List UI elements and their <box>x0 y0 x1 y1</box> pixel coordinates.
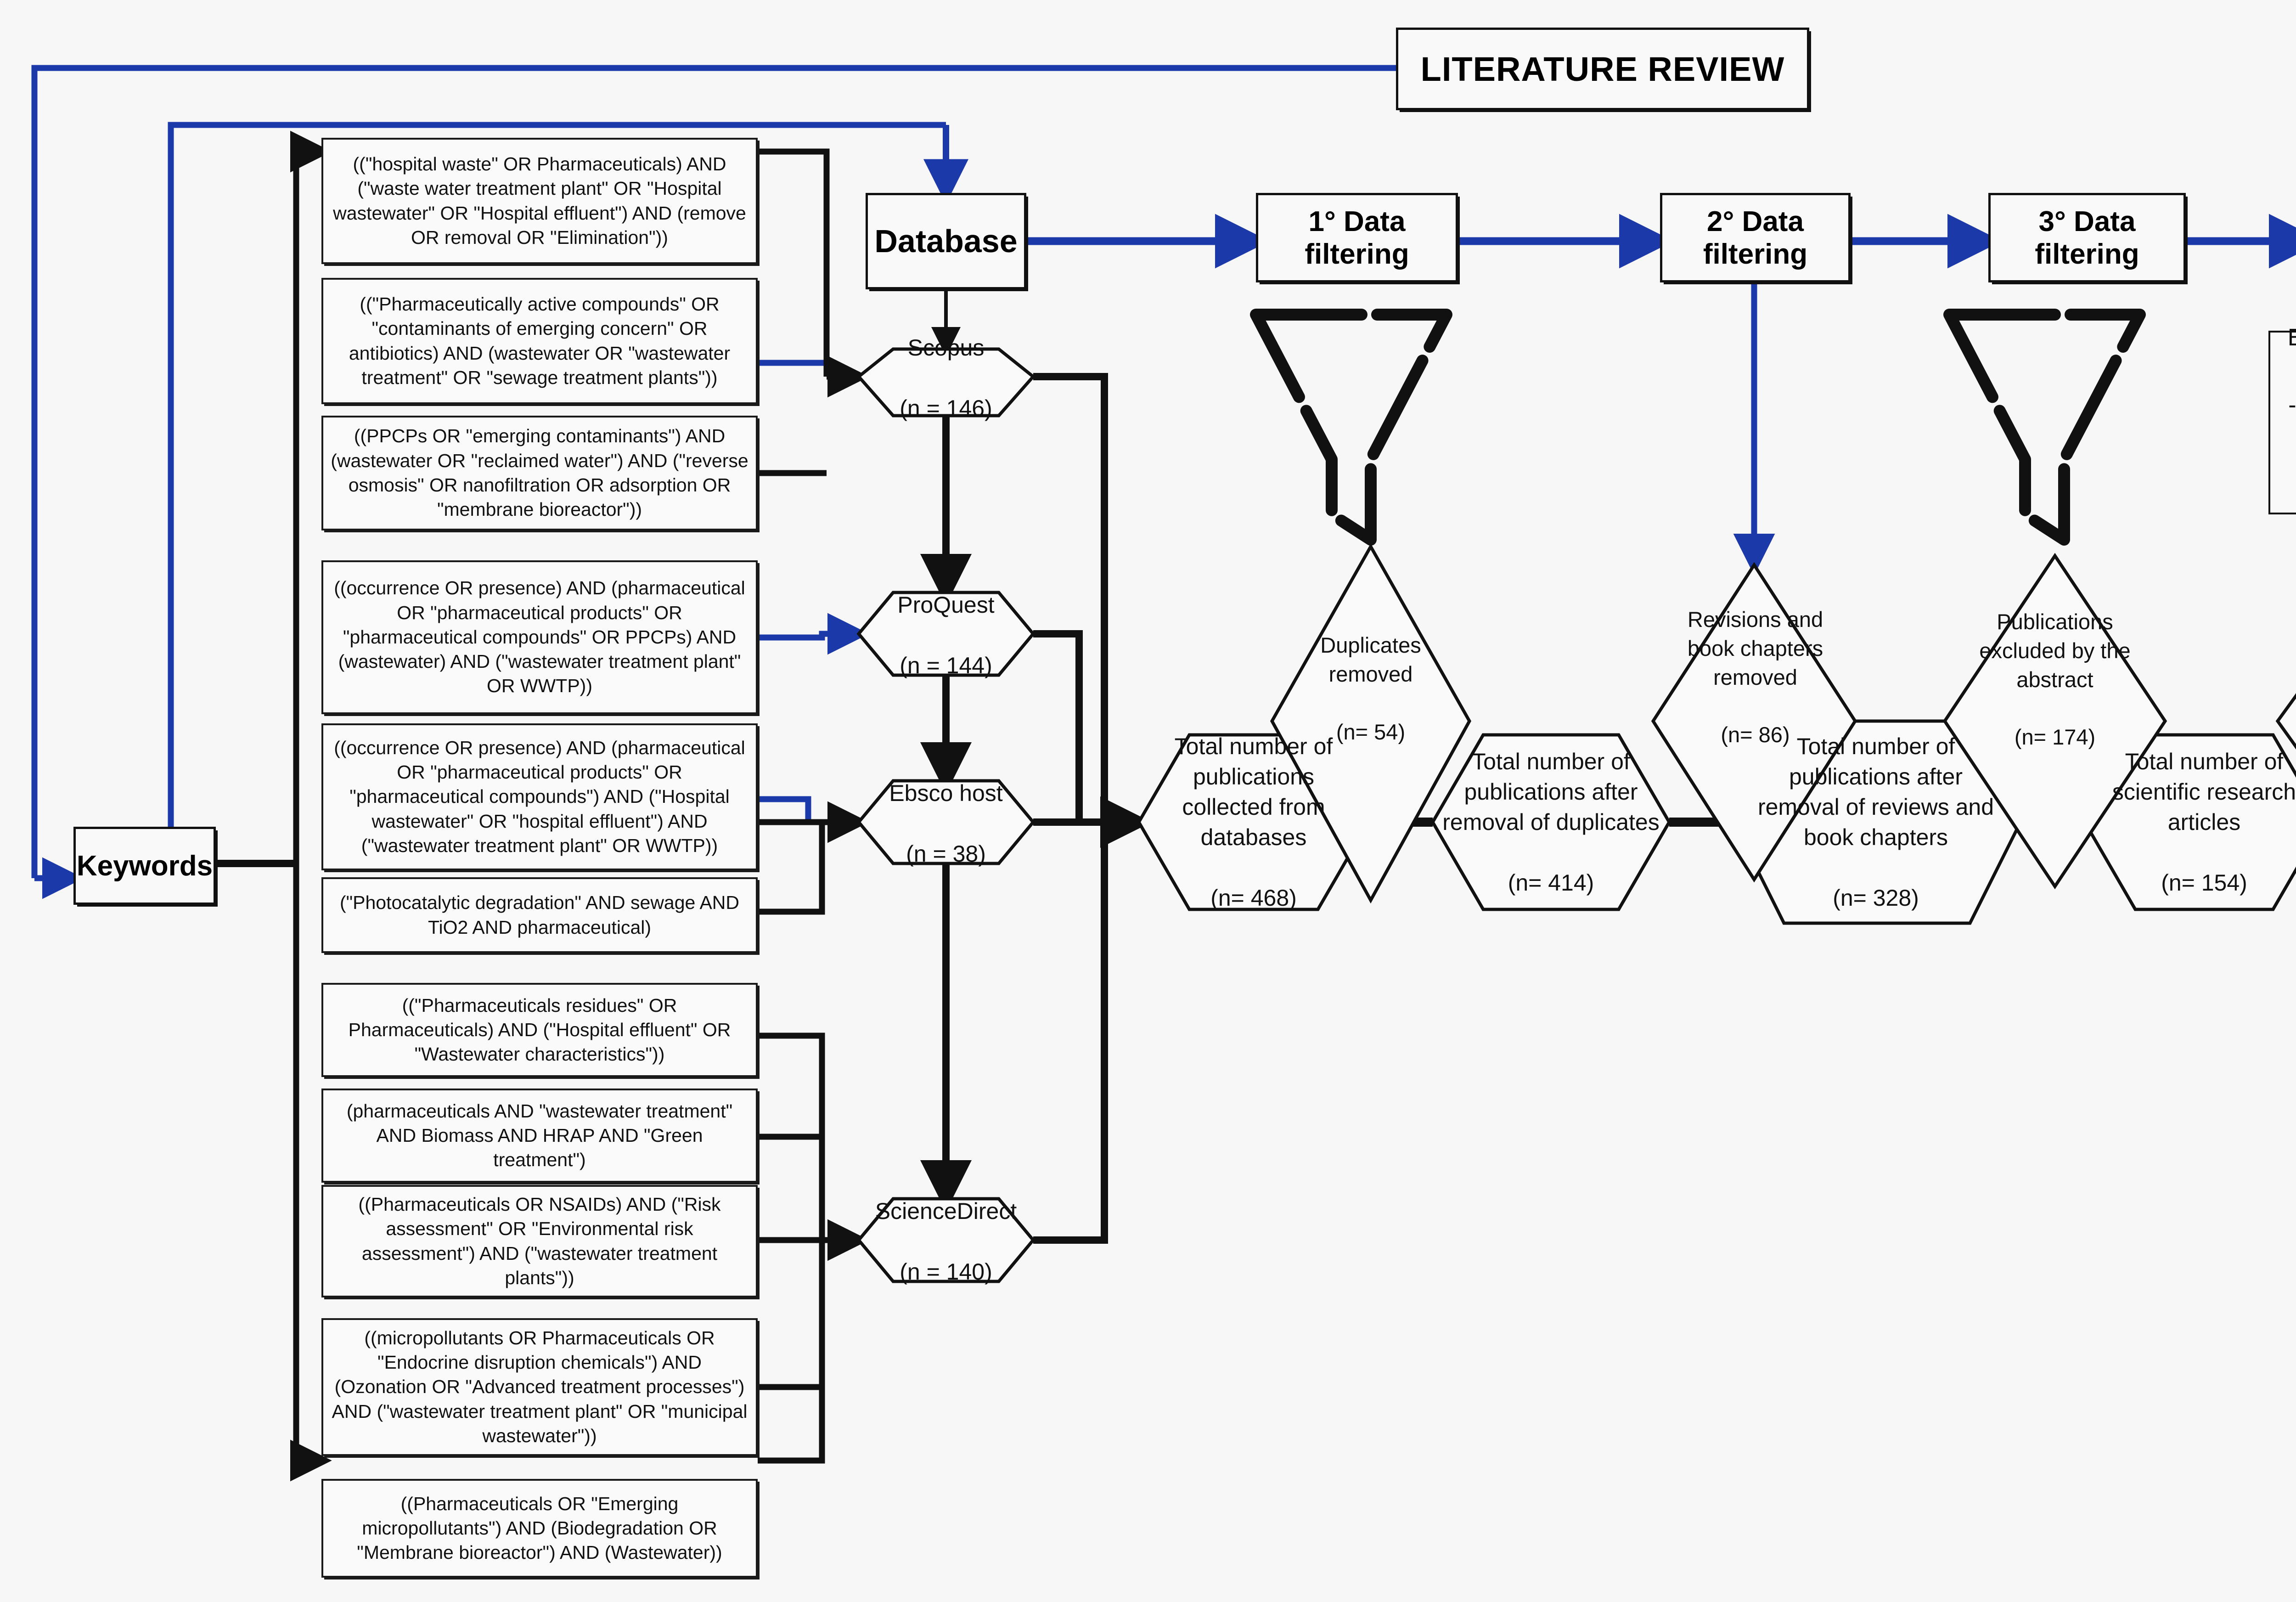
rail-scopus-right <box>1033 373 1108 822</box>
filter-step-1[interactable]: 1° Data filtering <box>1256 193 1458 282</box>
edge-kw7-bus <box>758 1032 825 1240</box>
keyword-query-9[interactable]: ((Pharmaceuticals OR NSAIDs) AND ("Risk … <box>321 1185 758 1297</box>
database-box[interactable]: Database <box>866 193 1026 289</box>
removal-label-1: Duplicates removed(n= 54) <box>1320 633 1421 744</box>
hex-total-3 <box>1732 719 2022 925</box>
edge-kw11-bus <box>758 1387 825 1464</box>
hex-db-sciencedirect <box>856 1197 1035 1283</box>
diamond-removal-3 <box>1942 553 2167 890</box>
funnel-icon-1 <box>1250 309 1452 546</box>
diamond-removal-1 <box>1270 543 1472 904</box>
edge-bus-to-kw11 <box>290 863 332 1482</box>
edge-kw4-to-proquest <box>758 613 869 655</box>
hex-db-ebsco <box>856 779 1035 865</box>
page-title: LITERATURE REVIEW <box>1396 28 1809 110</box>
total-label-2: Total number of publications after remov… <box>1442 749 1660 896</box>
hex-db-proquest <box>856 591 1035 677</box>
edge-bus-to-kw1 <box>290 130 332 863</box>
db-label-proquest: ProQuest(n = 144) <box>897 592 995 678</box>
hex-total-1 <box>1137 733 1371 911</box>
total-label-1: Total number of publications collected f… <box>1174 733 1333 911</box>
hex-db-scopus <box>856 347 1036 417</box>
keyword-query-4[interactable]: ((occurrence OR presence) AND (pharmaceu… <box>321 560 758 714</box>
total-label-4: Total number of scientific research arti… <box>2112 749 2296 896</box>
removal-label-2: Revisions and book chapters removed(n= 8… <box>1687 607 1823 747</box>
keyword-query-7[interactable]: (("Pharmaceuticals residues" OR Pharmace… <box>321 983 758 1077</box>
hex-total-2 <box>1430 733 1671 911</box>
keywords-box[interactable]: Keywords <box>73 827 216 905</box>
diamond-removal-4 <box>2275 693 2296 750</box>
funnel-icon-group <box>1250 309 2146 546</box>
removal-label-4: Considering exclusion criterion(n= 123) <box>2289 632 2296 746</box>
edge-kw2-blue <box>758 360 834 377</box>
edge-kw10-bus <box>758 1240 825 1390</box>
db-label-ebsco: Ebsco host(n = 38) <box>889 780 1003 867</box>
keyword-query-2[interactable]: (("Pharmaceutically active compounds" OR… <box>321 278 758 404</box>
keyword-query-1[interactable]: (("hospital waste" OR Pharmaceuticals) A… <box>321 138 758 264</box>
keyword-query-11[interactable]: ((Pharmaceuticals OR "Emerging micropoll… <box>321 1479 758 1578</box>
total-label-3: Total number of publications after remov… <box>1757 733 1994 911</box>
edge-kw5-blue <box>758 796 811 822</box>
rail-sciencedirect-right <box>1033 822 1108 1244</box>
filter-step-2[interactable]: 2° Data filtering <box>1660 193 1851 282</box>
edge-kw1-bus <box>758 148 830 377</box>
db-label-sciencedirect: ScienceDirect(n = 140) <box>875 1198 1017 1285</box>
diamond-removal-2 <box>1651 562 1857 883</box>
db-label-scopus: Scopus(n = 146) <box>900 334 992 421</box>
hex-total-4 <box>2082 733 2296 911</box>
removal-label-3: Publications excluded by the abstract(n=… <box>1979 609 2131 750</box>
funnel-icon-2 <box>1943 309 2146 546</box>
rail-proquest-right <box>1033 630 1083 822</box>
keyword-query-10[interactable]: ((micropollutants OR Pharmaceuticals OR … <box>321 1318 758 1456</box>
keyword-query-5[interactable]: ((occurrence OR presence) AND (pharmaceu… <box>321 723 758 870</box>
keyword-query-8[interactable]: (pharmaceuticals AND "wastewater treatme… <box>321 1089 758 1183</box>
keyword-query-3[interactable]: ((PPCPs OR "emerging contaminants") AND … <box>321 416 758 530</box>
exclusion-criterion-box: Exclusion criterion: - Studies that used… <box>2268 324 2296 514</box>
edge-kw6-bus <box>758 822 825 915</box>
filter-step-3[interactable]: 3° Data filtering <box>1988 193 2186 282</box>
keyword-query-6[interactable]: ("Photocatalytic degradation" AND sewage… <box>321 877 758 953</box>
